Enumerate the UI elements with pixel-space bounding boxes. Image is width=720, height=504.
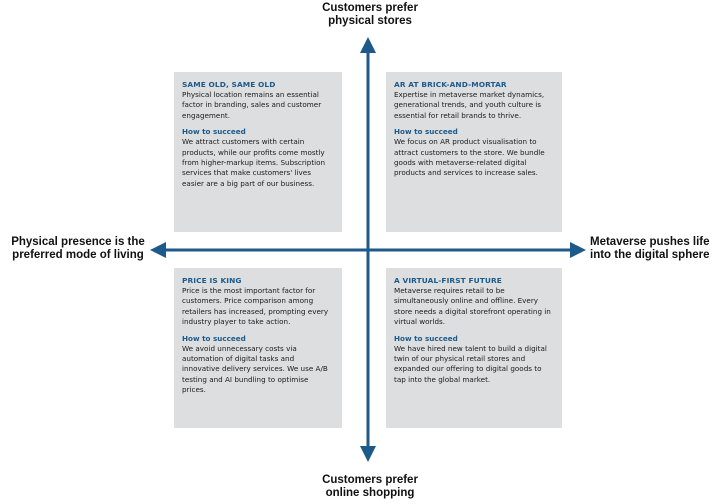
right-arrow-icon — [570, 242, 586, 258]
how-to-succeed-heading: How to succeed — [182, 333, 246, 343]
how-to-succeed-heading: How to succeed — [394, 127, 458, 137]
how-to-succeed-text: We have hired new talent to build a digi… — [394, 343, 547, 384]
how-to-succeed-text: We avoid unnecessary costs via automatio… — [182, 343, 328, 395]
axis-label-bottom: Customers prefer online shopping — [322, 474, 418, 499]
quadrant-price-is-king: PRICE IS KING Price is the most importan… — [174, 268, 342, 428]
how-to-succeed-text: We focus on AR product visualisation to … — [394, 137, 545, 178]
quadrant-description: Price is the most important factor for c… — [182, 286, 329, 327]
quadrant-ar-brick-and-mortar: AR AT BRICK-AND-MORTAR Expertise in meta… — [386, 72, 562, 232]
up-arrow-icon — [360, 37, 376, 53]
quadrant-title: A VIRTUAL-FIRST FUTURE — [394, 276, 502, 285]
quadrant-title: AR AT BRICK-AND-MORTAR — [394, 80, 507, 89]
quadrant-description: Expertise in metaverse market dynamics, … — [394, 90, 545, 120]
axis-label-left: Physical presence is the preferred mode … — [11, 236, 145, 261]
down-arrow-icon — [360, 446, 376, 462]
quadrant-virtual-first-future: A VIRTUAL-FIRST FUTURE Metaverse require… — [386, 268, 562, 428]
quadrant-title: PRICE IS KING — [182, 276, 242, 285]
quadrant-title: SAME OLD, SAME OLD — [182, 80, 276, 89]
left-arrow-icon — [150, 242, 166, 258]
axis-label-right: Metaverse pushes life into the digital s… — [590, 236, 710, 261]
quadrant-same-old: SAME OLD, SAME OLD Physical location rem… — [174, 72, 342, 232]
how-to-succeed-heading: How to succeed — [182, 127, 246, 137]
quadrant-description: Physical location remains an essential f… — [182, 90, 322, 120]
quadrant-description: Metaverse requires retail to be simultan… — [394, 286, 551, 327]
how-to-succeed-text: We attract customers with certain produc… — [182, 137, 326, 188]
how-to-succeed-heading: How to succeed — [394, 333, 458, 343]
axis-label-top: Customers prefer physical stores — [322, 2, 418, 27]
